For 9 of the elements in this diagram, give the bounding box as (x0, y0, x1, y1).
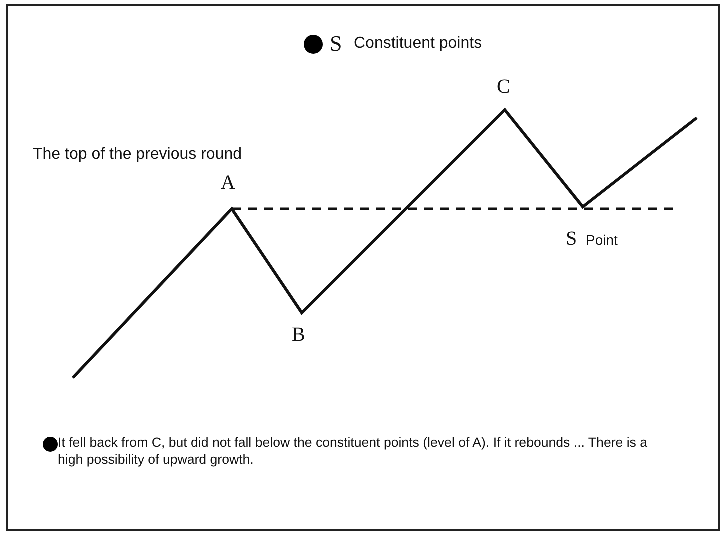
note-text: It fell back from C, but did not fall below the constituent points (level of A). If it rebounds ... There is a high possibility of upward growth. (58, 434, 648, 469)
point-letter: A (221, 172, 236, 195)
annotation-text: The top of the previous round (33, 146, 242, 164)
point-letter: C (497, 76, 510, 99)
annotation-text: Point (586, 232, 618, 248)
legend-text: Constituent points (354, 35, 482, 54)
point-letter: S (566, 228, 578, 251)
point-letter: B (292, 324, 306, 347)
point-letter: S (330, 31, 342, 56)
